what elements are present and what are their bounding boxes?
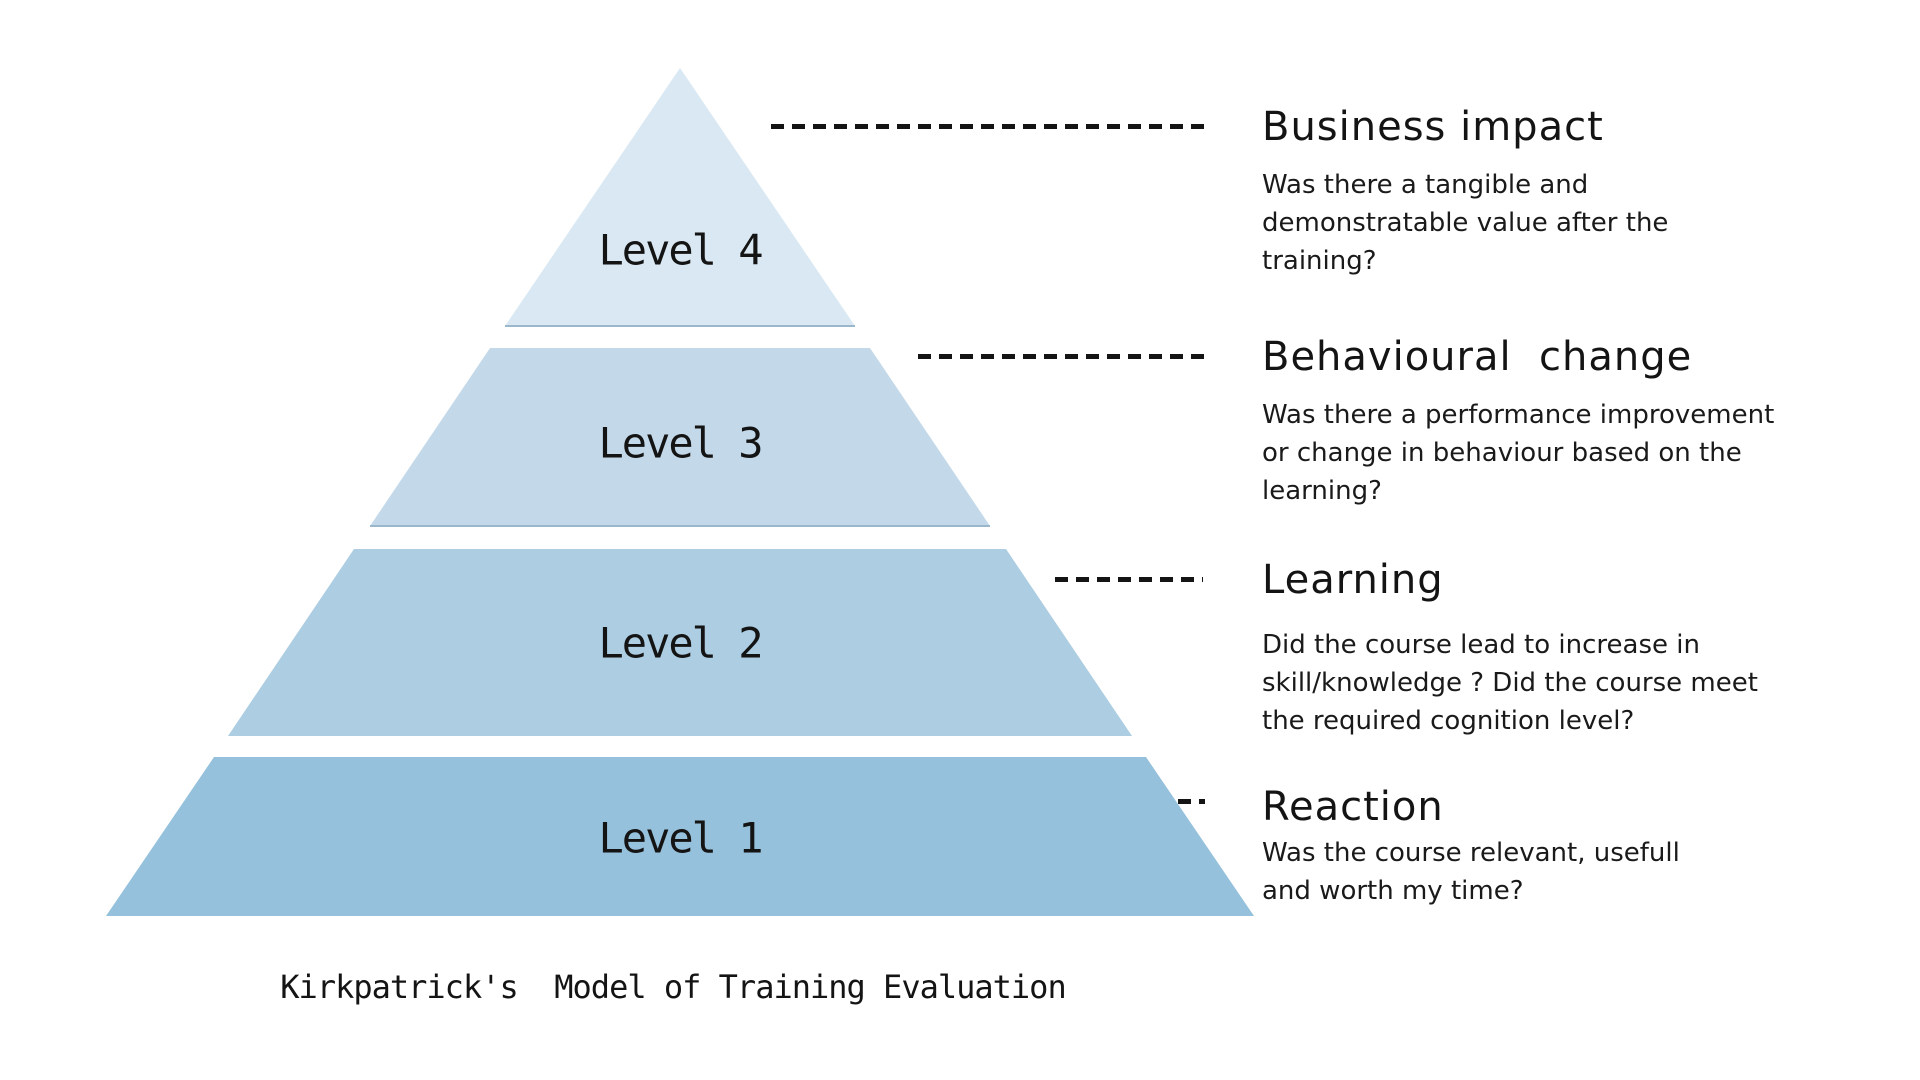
pyramid-level-3-shape [370,348,990,526]
pyramid-level-4-shape [505,68,855,326]
annotation-heading-behavioural-change: Behavioural change [1262,334,1693,380]
pyramid-level-2-shape [228,549,1132,736]
annotation-body-business-impact: Was there a tangible and demonstratable … [1262,170,1669,276]
annotation-heading-reaction: Reaction [1262,784,1444,830]
dash-connector-reaction [1178,799,1205,804]
annotation-body-learning: Did the course lead to increase in skill… [1262,630,1758,736]
annotation-body-reaction: Was the course relevant, usefull and wor… [1262,838,1680,906]
annotation-body-behavioural-change: Was there a performance improvement or c… [1262,400,1775,506]
level-2-label: Level 2 [598,618,763,668]
annotation-heading-business-impact: Business impact [1262,104,1604,150]
dash-connector-learning [1055,577,1203,582]
level-1-label: Level 1 [598,813,763,863]
annotation-heading-learning: Learning [1262,557,1444,603]
level-4-label: Level 4 [598,225,763,275]
diagram-title: Kirkpatrick's Model of Training Evaluati… [280,968,1066,1006]
dash-connector-business-impact [771,124,1205,129]
pyramid-level-1-shape [106,757,1254,916]
dash-connector-behavioural-change [918,354,1205,359]
level-3-label: Level 3 [598,418,763,468]
